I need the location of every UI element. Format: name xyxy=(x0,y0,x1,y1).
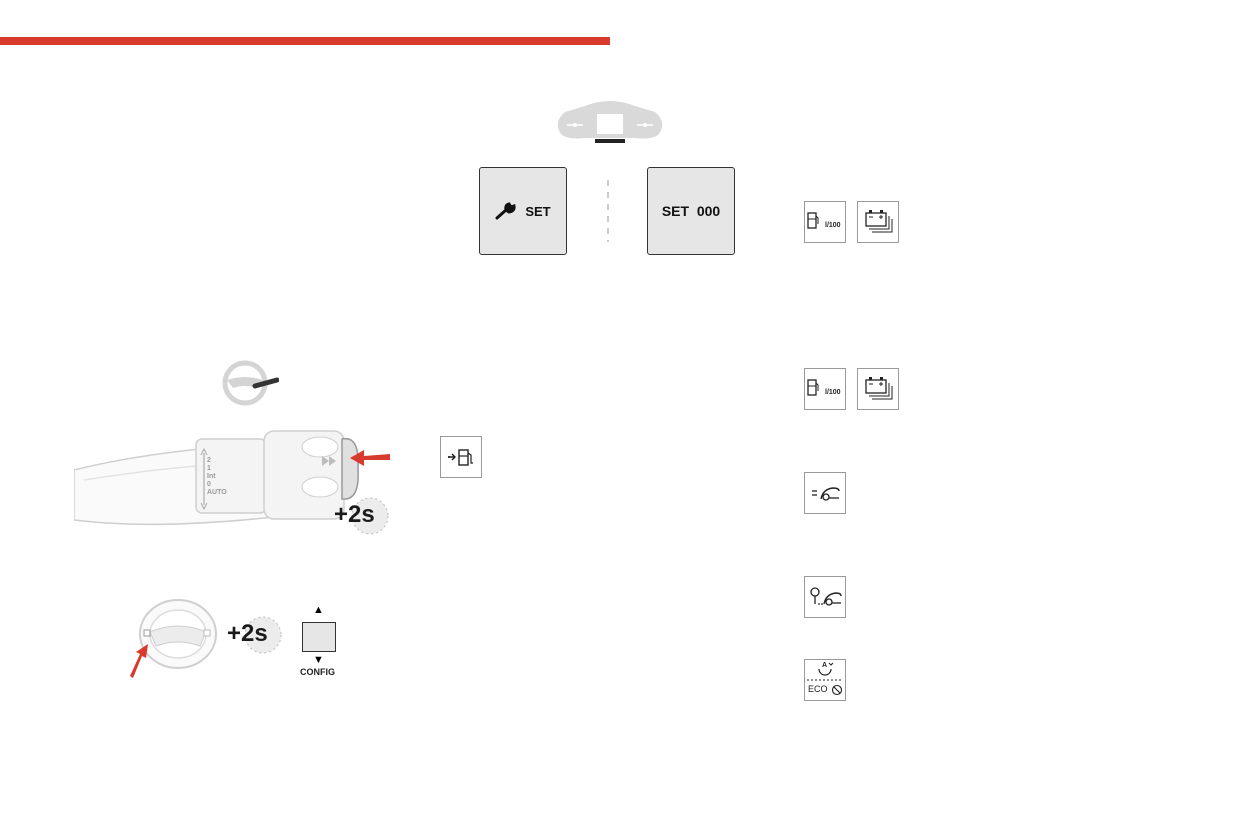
auto-letter: A xyxy=(822,662,828,669)
config-control[interactable]: ▲ ▼ CONFIG xyxy=(298,604,342,680)
battery-icon xyxy=(865,210,893,233)
fuel-consumption-box-2: l/100 xyxy=(804,368,846,410)
fuel-refill-icon xyxy=(448,449,473,466)
timer-circle-icon xyxy=(351,497,389,535)
fuel-unit-label-2: l/100 xyxy=(825,389,841,396)
ring-label-0: 0 xyxy=(207,481,211,488)
fuel-unit-label-1: l/100 xyxy=(825,222,841,229)
fuel-consumption-box-1: l/100 xyxy=(804,201,846,243)
engine-stop-icon xyxy=(831,684,843,696)
lane-assist-icon xyxy=(810,587,842,606)
arrow-down-icon[interactable]: ▼ xyxy=(313,654,324,666)
stop-start-eco-icon: A ECO xyxy=(805,660,845,700)
steering-wheel-small-icon xyxy=(222,360,279,406)
ring-label-1: 1 xyxy=(207,465,211,472)
arrow-up-icon[interactable]: ▲ xyxy=(313,604,324,616)
auto-start-icon xyxy=(807,662,843,681)
right-screen-text: SET 000 xyxy=(661,203,721,219)
battery-box-1 xyxy=(857,201,899,243)
config-button[interactable] xyxy=(302,622,336,652)
lane-assist-box xyxy=(804,576,846,618)
wiper-stalk-illustration xyxy=(74,430,359,526)
service-display-set-000: SET 000 xyxy=(647,167,735,255)
separator-dashed xyxy=(607,180,609,242)
fuel-consumption-icon xyxy=(807,212,819,229)
eco-label: ECO xyxy=(808,684,828,694)
distance-warning-icon xyxy=(812,487,840,501)
wrench-icon xyxy=(495,202,516,220)
stop-start-eco-box: A ECO xyxy=(804,659,846,701)
battery-box-2 xyxy=(857,368,899,410)
fuel-consumption-icon xyxy=(807,379,819,396)
timer-circle-icon xyxy=(244,616,282,654)
ring-label-2: 2 xyxy=(207,457,211,464)
fuel-refill-box xyxy=(440,436,482,478)
config-label: CONFIG xyxy=(300,667,335,677)
distance-warning-box xyxy=(804,472,846,514)
service-display-wrench-set: SET xyxy=(479,167,567,255)
header-accent-bar xyxy=(0,37,610,45)
red-arrow-stalk-icon xyxy=(350,450,390,466)
hold-2s-badge-lever: +2s xyxy=(332,496,390,536)
hold-2s-badge-wheel: +2s xyxy=(225,615,283,655)
instrument-cluster-icon xyxy=(557,101,663,143)
wiper-ring-labels: 2 1 Int 0 AUTO xyxy=(207,457,247,497)
ring-label-auto: AUTO xyxy=(207,489,227,496)
left-screen-text: SET xyxy=(525,203,551,219)
ring-label-int: Int xyxy=(207,473,216,480)
battery-icon xyxy=(865,377,893,400)
steering-wheel-illustration xyxy=(130,599,217,678)
